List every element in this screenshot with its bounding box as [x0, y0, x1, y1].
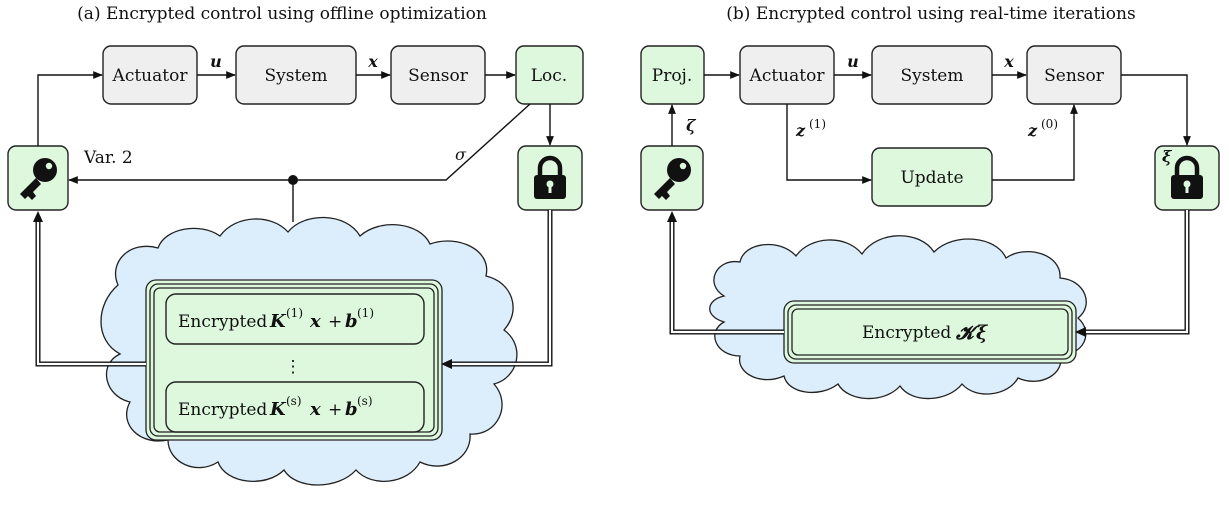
controller-1-box [165, 293, 425, 345]
controller-1-x: x [309, 311, 321, 332]
sensor-label-b: Sensor [1044, 66, 1105, 86]
controller-1-b: b [345, 311, 358, 332]
lock-icon [1171, 155, 1203, 199]
double-wire-bank-to-key [33, 211, 146, 367]
controller-b-xi: ξ [976, 322, 989, 344]
xi-label: ξ [1162, 147, 1173, 166]
double-wire-controller-b-to-key [667, 211, 784, 335]
controller-1-sup2: (1) [357, 306, 374, 320]
key-icon [654, 158, 691, 200]
sensor-label-a: Sensor [408, 66, 469, 86]
wire-update-sensor [992, 104, 1078, 181]
controller-s-plus: + [328, 400, 342, 420]
x-label-b: x [1003, 52, 1014, 71]
wire-sensor-lock [1121, 74, 1191, 146]
key-icon [20, 158, 57, 200]
junction-dot [288, 175, 298, 185]
wire-key-actuator-a [37, 71, 103, 146]
zeta-label: ζ [686, 116, 697, 135]
controller-1-K: K [269, 311, 287, 332]
u-label-b: u [847, 52, 859, 71]
controller-1-prefix: Encrypted [178, 312, 267, 332]
update-box [871, 147, 993, 207]
controller-b-prefix: Encrypted [862, 323, 951, 343]
z1-sup: (1) [809, 117, 826, 131]
z0-label: z [1027, 121, 1038, 140]
controller-s-b: b [345, 399, 358, 420]
controller-s-sup1: (s) [286, 394, 302, 408]
controller-s-K: K [269, 399, 287, 420]
ellipsis-dots: ⋮ [285, 357, 302, 377]
update-label: Update [900, 168, 963, 188]
loc-label: Loc. [531, 66, 567, 86]
proj-label: Proj. [652, 66, 692, 86]
controller-1-plus: + [328, 312, 342, 332]
sigma-label: σ [455, 145, 467, 164]
lock-icon [534, 155, 566, 199]
system-label-b: System [901, 66, 964, 86]
controller-s-sup2: (s) [357, 394, 373, 408]
actuator-label-b: Actuator [749, 66, 826, 86]
wire-actuator-update [786, 104, 872, 184]
x-label-a: x [367, 52, 378, 71]
double-wire-lock-to-controller-b [1075, 210, 1190, 337]
var2-label: Var. 2 [83, 148, 133, 168]
z0-sup: (0) [1041, 117, 1058, 131]
controller-s-box [165, 381, 425, 433]
panel-a-title: (a) Encrypted control using offline opti… [77, 4, 487, 24]
wire-sigma [293, 103, 531, 181]
controller-1-sup1: (1) [286, 306, 303, 320]
actuator-label-a: Actuator [112, 66, 189, 86]
panel-b-title: (b) Encrypted control using real-time it… [726, 4, 1135, 24]
system-label-a: System [265, 66, 328, 86]
controller-s-prefix: Encrypted [178, 400, 267, 420]
z1-label: z [795, 121, 806, 140]
controller-s-x: x [309, 399, 321, 420]
double-wire-lock-to-bank [441, 210, 553, 369]
u-label-a: u [210, 52, 222, 71]
